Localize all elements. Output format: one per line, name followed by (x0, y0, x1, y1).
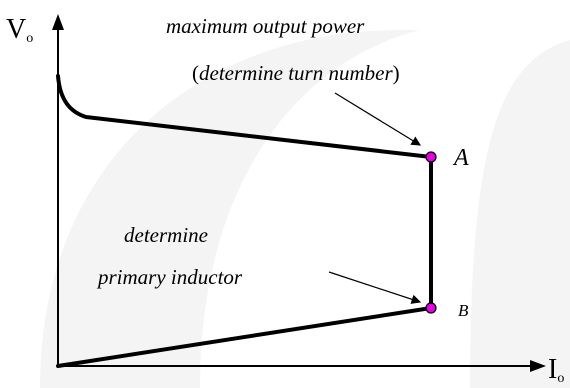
annotation-turn-number: (determine turn number) (192, 61, 400, 85)
annotation-max-power: maximum output power (166, 14, 365, 38)
point-b-marker (425, 302, 437, 314)
upper-curve (56, 74, 433, 159)
point-b-label: B (458, 301, 469, 320)
y-axis-arrowhead (52, 14, 64, 30)
annotation-determine: determine (124, 223, 208, 247)
point-a-marker (425, 151, 437, 163)
lower-curve (56, 306, 433, 368)
operating-curve (56, 74, 433, 368)
watermark-background (40, 30, 570, 388)
x-axis-arrowhead (530, 360, 546, 372)
annotation-primary-inductor: primary inductor (96, 265, 243, 289)
annotation-arrow-top (334, 92, 422, 146)
x-axis-label: Io (548, 354, 564, 386)
point-a-label: A (452, 145, 469, 171)
y-axis-label: Vo (6, 14, 33, 46)
annotation-arrow-bottom (328, 271, 422, 304)
